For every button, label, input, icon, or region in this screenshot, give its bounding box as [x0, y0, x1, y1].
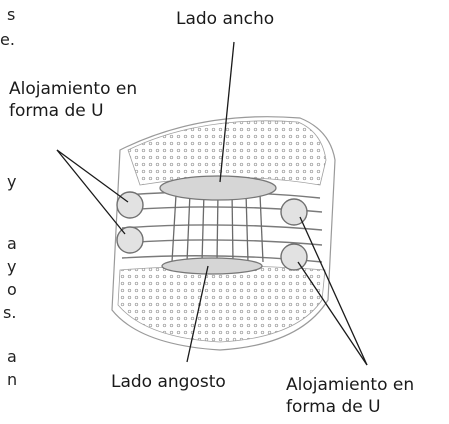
text-fragment: s [7, 5, 16, 24]
text-fragment: y [7, 172, 17, 191]
wide-side-part [159, 175, 277, 201]
text-fragment: a [7, 347, 17, 366]
u-housing-right-parts [280, 198, 308, 271]
text-fragment: o [7, 280, 17, 299]
label-line: Alojamiento en [286, 375, 415, 395]
label-line: forma de U [286, 397, 381, 417]
u-housing-left-parts [116, 191, 144, 254]
top-mesh [127, 120, 327, 186]
housing-outline [111, 116, 336, 351]
label-wide-side: Lado ancho [176, 9, 275, 29]
text-fragment: n [7, 370, 18, 389]
label-u-housing-right: Alojamiento en forma de U [286, 374, 414, 418]
label-line: Alojamiento en [9, 79, 138, 99]
text-fragment: y [7, 257, 17, 276]
text-fragment: a [7, 234, 17, 253]
narrow-side-part [161, 257, 263, 275]
label-narrow-side: Lado angosto [111, 372, 226, 392]
text-fragment: e. [0, 30, 15, 49]
label-line: forma de U [9, 101, 104, 121]
text-fragment: s. [3, 303, 17, 322]
label-u-housing-left: Alojamiento en forma de U [9, 78, 137, 122]
bottom-mesh [117, 265, 326, 343]
